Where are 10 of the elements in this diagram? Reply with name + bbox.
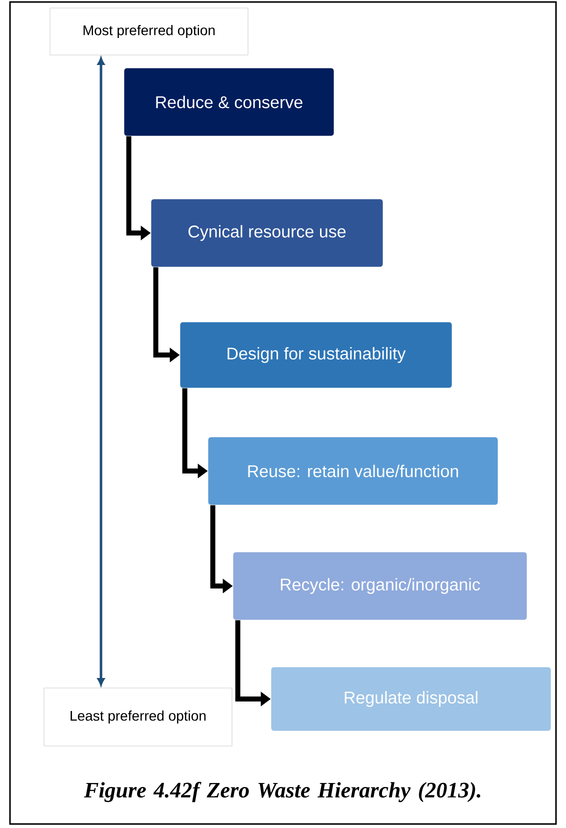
option-label: Most preferred option <box>50 8 248 56</box>
figure-caption: Figure 4.42f Zero Waste Hierarchy (2013). <box>84 782 480 802</box>
double-arrow <box>97 57 105 686</box>
step-box: Reuse: retain value/function <box>208 436 498 506</box>
step-box: Recycle: organic/inorganic <box>232 552 528 620</box>
option-label: Least preferred option <box>44 688 232 746</box>
step-box: Design for sustainability <box>180 322 452 388</box>
step-box: Reduce & conserve <box>124 68 334 136</box>
step-box: Regulate disposal <box>270 666 552 732</box>
step-box: Cynical resource use <box>150 198 384 268</box>
